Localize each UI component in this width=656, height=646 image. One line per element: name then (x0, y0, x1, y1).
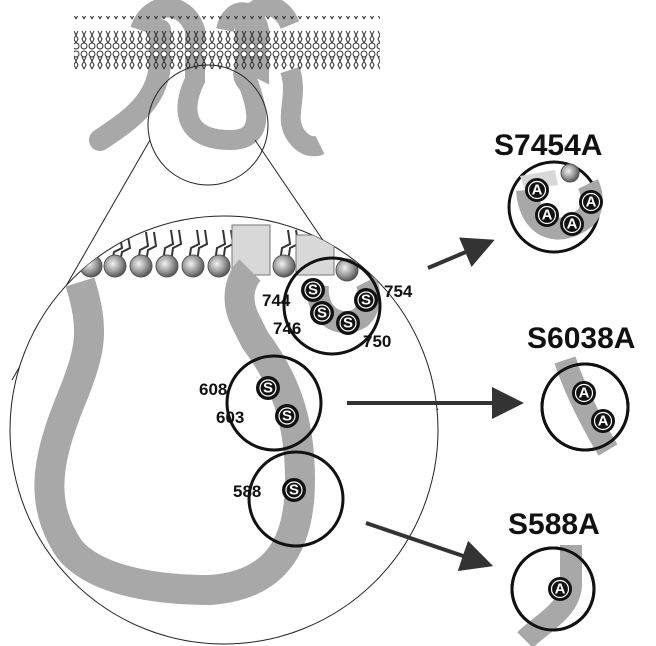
highlight-circle (225, 354, 323, 452)
alanine-marker: A (525, 178, 549, 202)
mutant-title: S7454A (494, 129, 602, 162)
highlight-circle (282, 256, 382, 356)
membrane-overview (74, 0, 380, 186)
zoom-source-circle (147, 64, 269, 186)
serine-marker-746: S (310, 301, 334, 325)
site-group-588: S 588 (233, 450, 345, 548)
alanine-marker: A (548, 577, 572, 601)
site-group-603-608: S S 608 603 (199, 354, 323, 452)
arrow-to-S7454A (427, 237, 495, 270)
membrane-protein-block (231, 224, 271, 276)
mutant-title: S588A (508, 508, 600, 541)
svg-text:S: S (343, 315, 353, 332)
mutant-panel-S588A: S588A A (508, 508, 600, 646)
site-label-588: 588 (233, 482, 261, 501)
mutant-title: S6038A (527, 322, 635, 355)
site-label-744: 744 (262, 291, 291, 310)
serine-marker-588: S (282, 478, 306, 502)
svg-text:A: A (555, 581, 566, 598)
svg-text:A: A (567, 216, 578, 233)
svg-text:S: S (317, 305, 327, 322)
site-label-750: 750 (363, 332, 391, 351)
serine-marker-750: S (336, 311, 360, 335)
site-label-603: 603 (216, 408, 244, 427)
lipid-bilayer (74, 16, 380, 72)
arrow-to-S588A (365, 521, 494, 572)
alanine-marker: A (572, 381, 596, 405)
svg-text:S: S (361, 292, 371, 309)
highlight-circle (247, 450, 345, 548)
svg-text:A: A (542, 207, 553, 224)
serine-marker-754: S (354, 288, 378, 312)
mutant-panel-S7454A: S7454A A A A A (494, 129, 603, 254)
site-label-754: 754 (384, 282, 413, 301)
svg-text:A: A (532, 182, 543, 199)
site-label-746: 746 (273, 319, 301, 338)
svg-text:A: A (586, 194, 597, 211)
site-label-608: 608 (199, 380, 227, 399)
serine-marker-603: S (275, 404, 299, 428)
site-group-744-754: S S S S 744 746 750 754 (262, 256, 413, 356)
svg-text:S: S (282, 408, 292, 425)
alanine-marker: A (535, 203, 559, 227)
alanine-marker: A (560, 212, 584, 236)
svg-text:A: A (598, 413, 609, 430)
alanine-marker: A (579, 190, 603, 214)
svg-text:S: S (308, 282, 318, 299)
svg-text:S: S (263, 380, 273, 397)
svg-text:A: A (579, 385, 590, 402)
serine-marker-744: S (301, 278, 325, 302)
protein-chain (34, 259, 316, 606)
serine-marker-608: S (256, 376, 280, 400)
alanine-marker: A (591, 409, 615, 433)
svg-text:S: S (289, 482, 299, 499)
mutant-panel-S6038A: S6038A A A (527, 322, 635, 456)
